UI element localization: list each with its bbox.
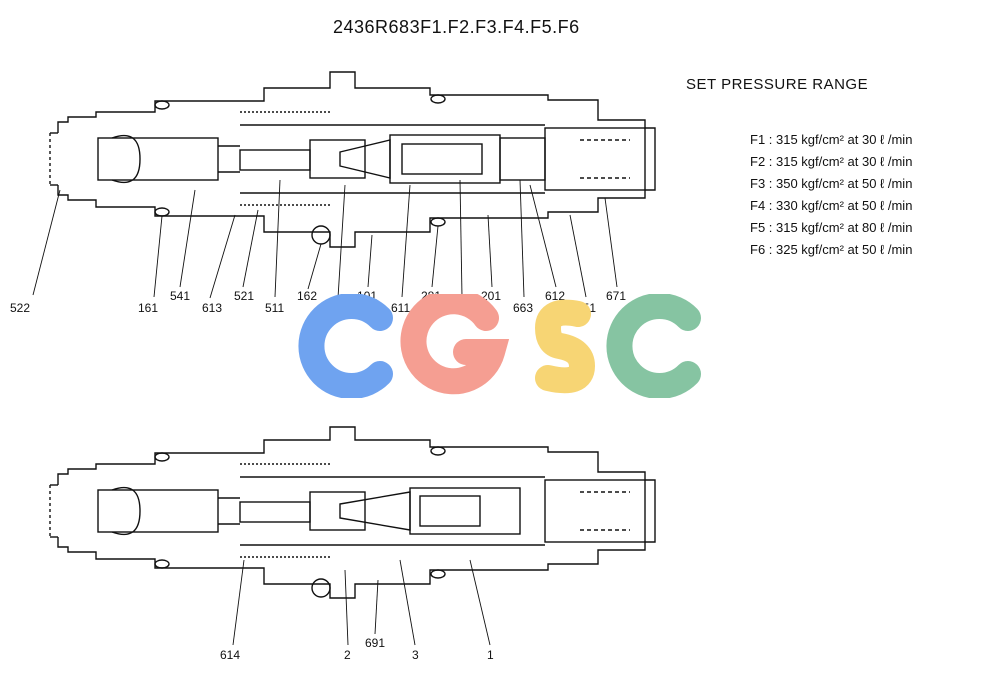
drawing-title: 2436R683F1.F2.F3.F4.F5.F6 xyxy=(333,17,580,37)
callout-label: 541 xyxy=(170,289,191,303)
set-pressure-item: F6 : 325 kgf/cm² at 50 ℓ /min xyxy=(750,242,913,257)
callout-label: 612 xyxy=(545,289,566,303)
callout-label: 161 xyxy=(138,301,159,315)
callout-label: 663 xyxy=(513,301,534,315)
logo-letter-c xyxy=(606,294,701,398)
callout-label: 613 xyxy=(202,301,223,315)
callout-label: 511 xyxy=(265,301,285,315)
set-pressure-heading: SET PRESSURE RANGE xyxy=(686,76,869,93)
callout-label: 614 xyxy=(220,648,241,662)
callout-label: 3 xyxy=(412,648,419,662)
leader-lines xyxy=(32,179,618,646)
callout-label: 162 xyxy=(297,289,318,303)
cgsc-watermark-logo xyxy=(298,294,701,398)
callout-label: 1 xyxy=(487,648,494,662)
callout-label: 2 xyxy=(344,648,351,662)
logo-letter-g xyxy=(400,294,510,395)
set-pressure-item: F4 : 330 kgf/cm² at 50 ℓ /min xyxy=(750,198,913,213)
logo-letter-s xyxy=(534,299,596,394)
callout-label: 691 xyxy=(365,636,386,650)
set-pressure-item: F3 : 350 kgf/cm² at 50 ℓ /min xyxy=(750,176,913,191)
callout-label: 522 xyxy=(10,301,31,315)
logo-letter-c xyxy=(298,294,393,398)
set-pressure-item: F5 : 315 kgf/cm² at 80 ℓ /min xyxy=(750,220,913,235)
valve-section-bottom xyxy=(49,426,656,599)
set-pressure-list: F1 : 315 kgf/cm² at 30 ℓ /min F2 : 315 k… xyxy=(750,129,912,261)
set-pressure-item: F1 : 315 kgf/cm² at 30 ℓ /min xyxy=(750,132,913,147)
callout-label: 611 xyxy=(391,301,411,315)
callout-label: 671 xyxy=(606,289,627,303)
valve-section-top xyxy=(49,71,656,248)
set-pressure-item: F2 : 315 kgf/cm² at 30 ℓ /min xyxy=(750,154,913,169)
callout-label: 521 xyxy=(234,289,255,303)
callout-label: 201 xyxy=(481,289,502,303)
